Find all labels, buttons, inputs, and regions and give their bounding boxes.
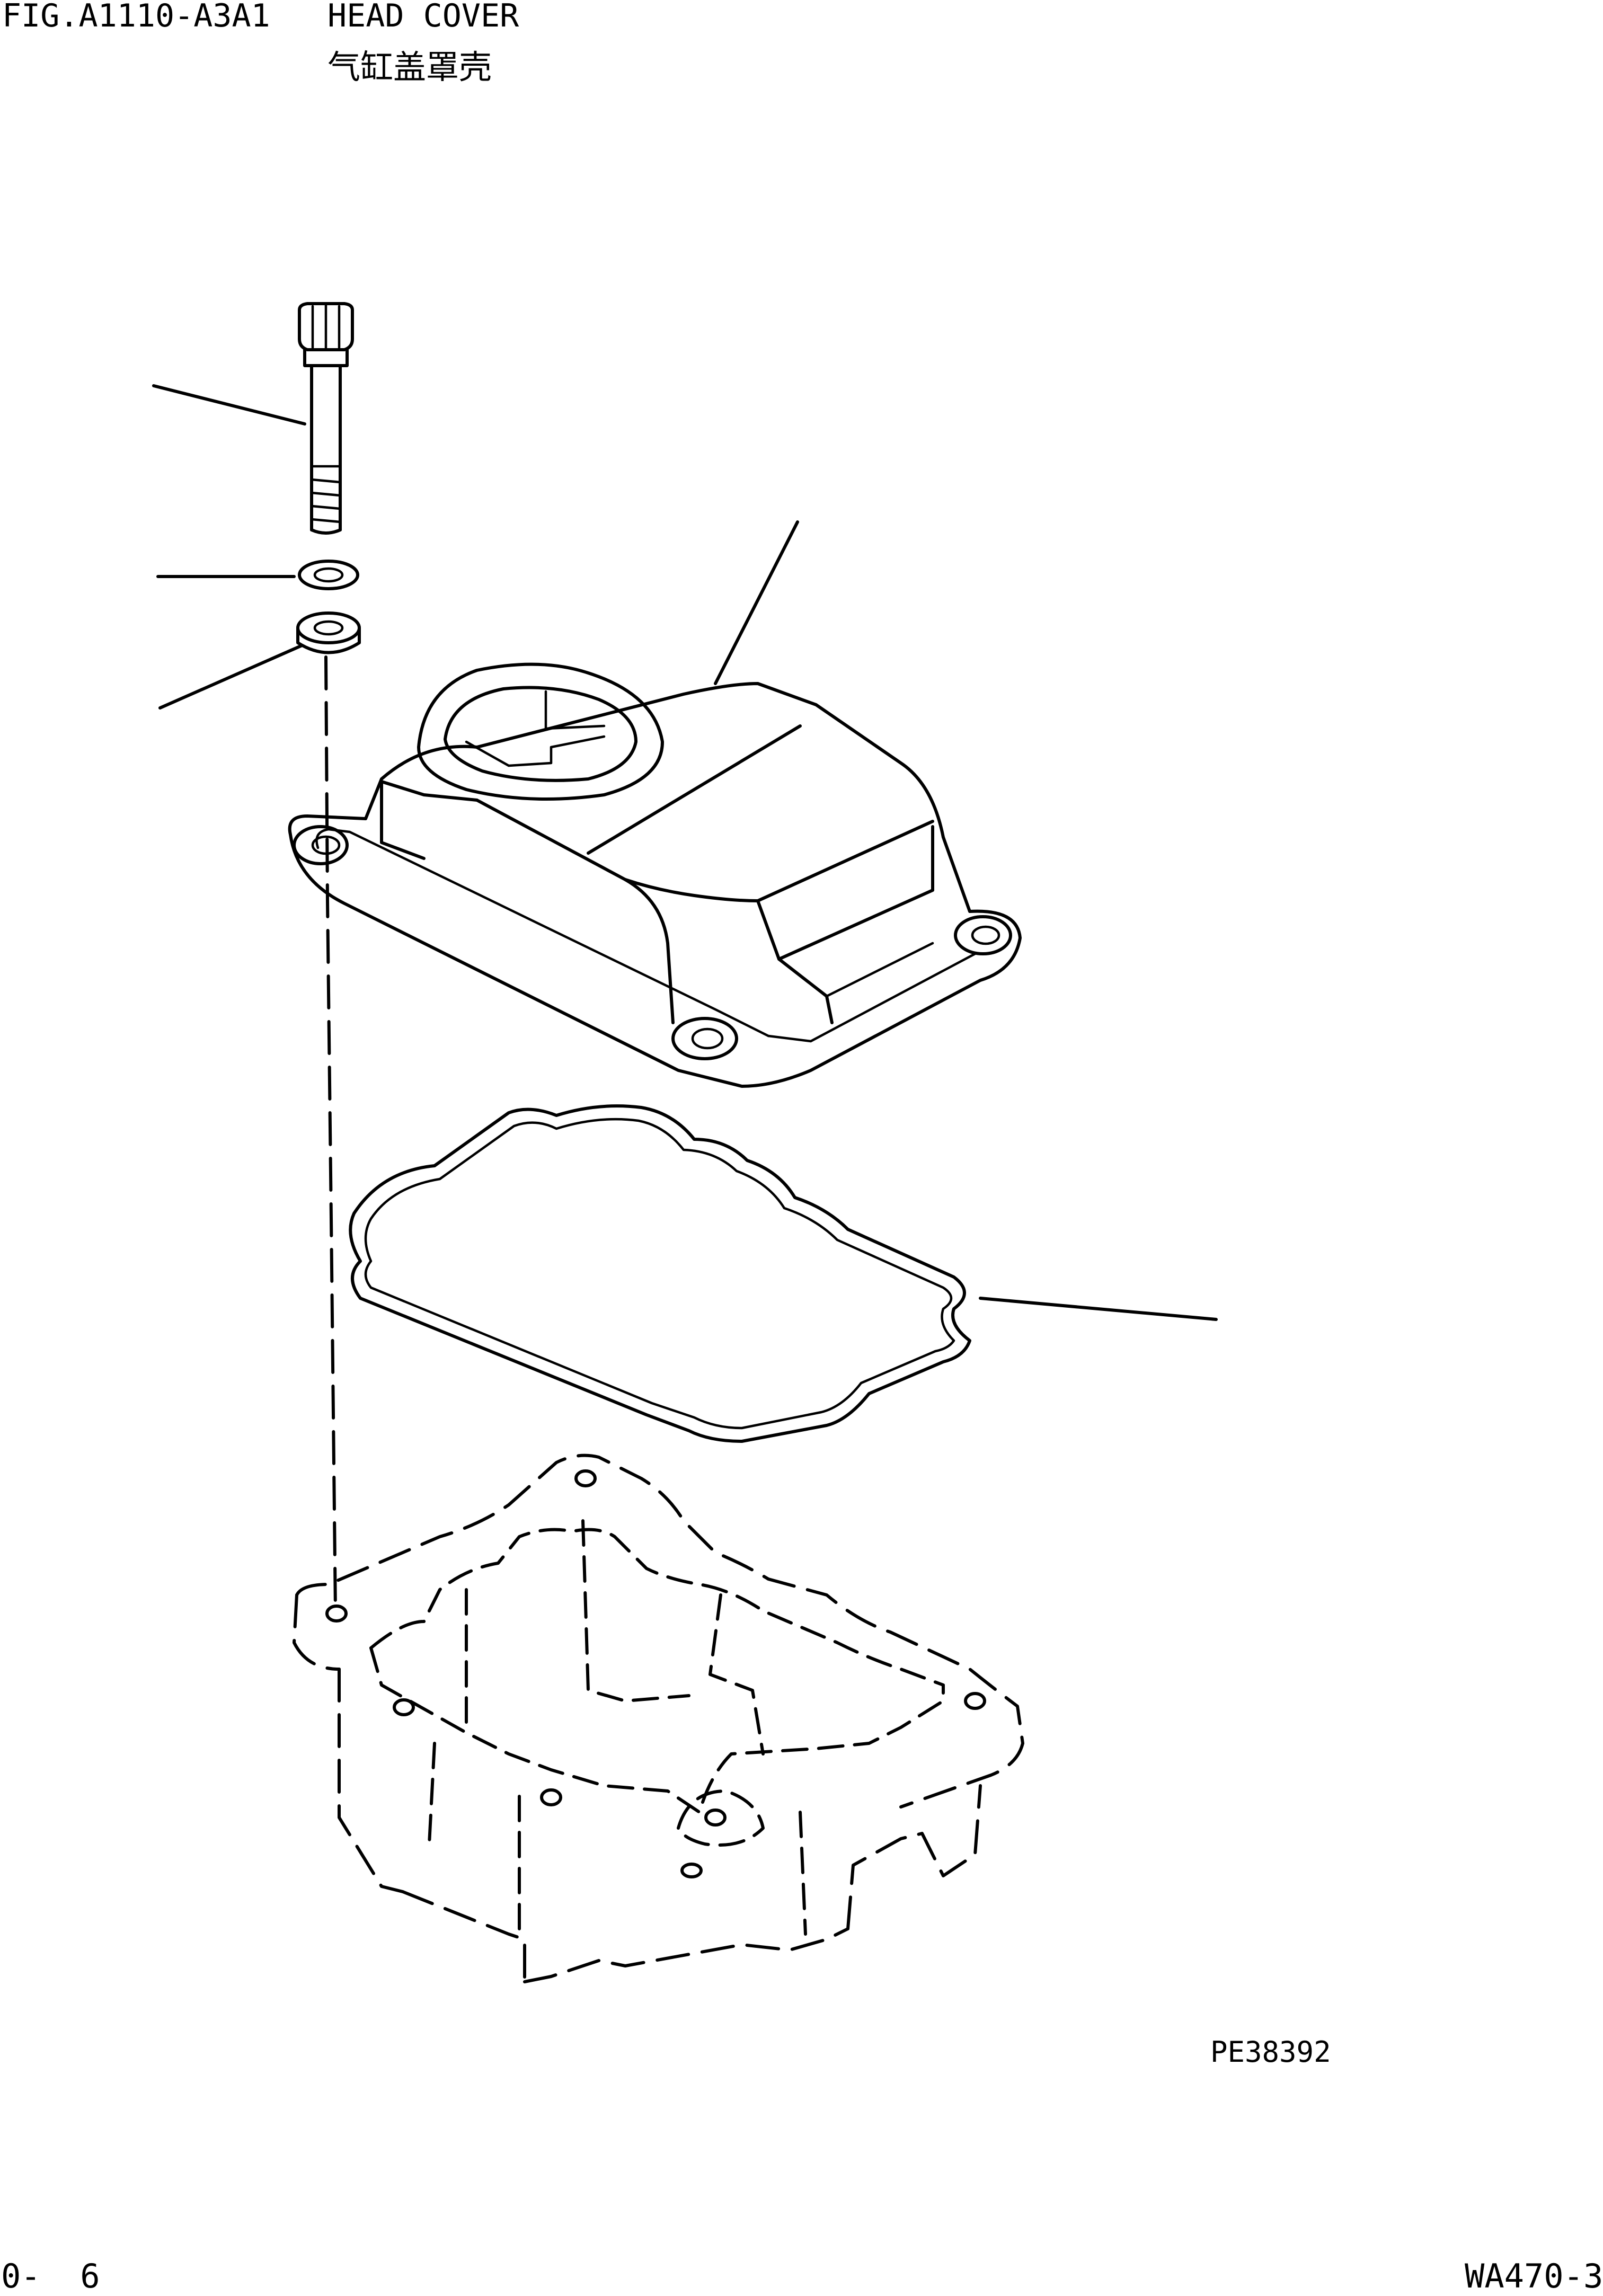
title-chinese: 气缸盖罩壳 — [327, 48, 492, 86]
assembly-centre-line — [324, 655, 337, 1612]
drawing-reference-code: PE38392 — [1210, 2035, 1331, 2069]
gasket-part — [349, 1104, 971, 1443]
washer-part — [298, 560, 359, 590]
page-number: 0- 6 — [1, 2257, 100, 2295]
cylinder-head-part — [293, 1453, 1024, 1983]
model-code: WA470-3 — [1465, 2257, 1603, 2295]
seal-part — [296, 611, 361, 654]
head-cover-part — [288, 662, 1022, 1088]
leader-lines — [152, 384, 1218, 1321]
figure-code: FIG.A1110-A3A1 — [2, 0, 270, 34]
bolt-part — [298, 302, 354, 535]
title-english: HEAD COVER — [327, 0, 519, 34]
